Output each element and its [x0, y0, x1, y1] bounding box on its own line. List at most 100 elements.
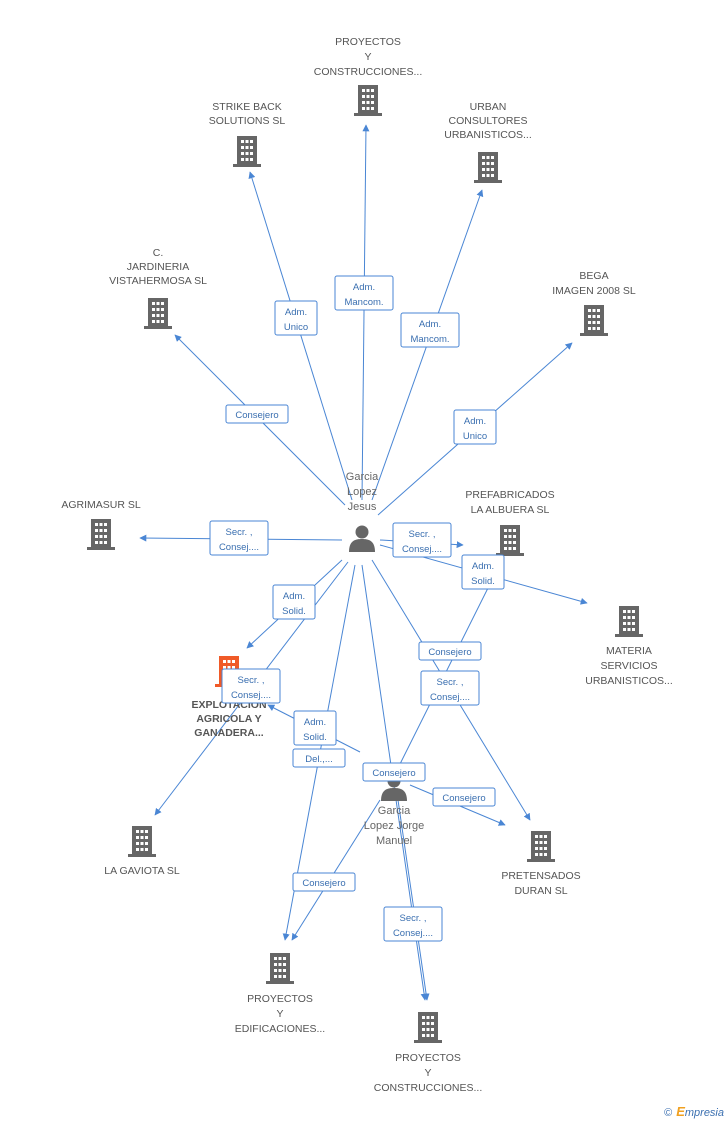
building-icon [474, 152, 502, 183]
role-text-line: Adm. [464, 416, 486, 427]
role-text-line: Consej.... [430, 692, 470, 703]
role-text-line: Consejero [428, 647, 471, 658]
role-text-line: Unico [463, 431, 487, 442]
brand-logo-initial: E [676, 1104, 685, 1119]
role-label[interactable]: Adm. Solid. [293, 710, 337, 746]
company-node-urban[interactable]: URBAN CONSULTORES URBANISTICOS... [444, 101, 532, 183]
company-label-line: CONSTRUCCIONES... [374, 1082, 483, 1094]
edge-jesus-proy-const-top [361, 124, 370, 501]
role-label[interactable]: Secr. , Consej.... [221, 668, 281, 704]
company-label-line: PROYECTOS [247, 993, 313, 1005]
building-icon [527, 831, 555, 862]
company-node-pretensados[interactable]: PRETENSADOS DURAN SL [501, 831, 581, 897]
company-label-line: Y [364, 51, 371, 63]
role-text-line: Consejero [442, 793, 485, 804]
building-icon [128, 826, 156, 857]
company-label-line: Y [276, 1008, 283, 1020]
company-label-line: LA GAVIOTA SL [104, 865, 180, 877]
company-label-line: SOLUTIONS SL [209, 115, 286, 127]
role-label[interactable]: Consejero [432, 787, 496, 807]
role-text-line: Adm. [283, 591, 305, 602]
building-icon [354, 85, 382, 116]
building-icon [580, 305, 608, 336]
role-text-line: Solid. [303, 732, 327, 743]
role-text-line: Mancom. [410, 334, 449, 345]
building-icon [87, 519, 115, 550]
company-label-line: URBANISTICOS... [444, 129, 532, 141]
role-label[interactable]: Adm. Solid. [272, 584, 316, 620]
role-label[interactable]: Adm. Mancom. [334, 275, 394, 311]
company-label-line: DURAN SL [514, 885, 567, 897]
company-label-line: GANADERA... [194, 727, 264, 739]
brand-footer: ©Empresia [664, 1104, 724, 1119]
person-label-line: Garcia [378, 805, 411, 817]
company-node-jardineria[interactable]: C. JARDINERIA VISTAHERMOSA SL [109, 247, 207, 329]
company-node-prefabricados[interactable]: PREFABRICADOS LA ALBUERA SL [465, 489, 555, 556]
role-label[interactable]: Adm. Solid. [461, 554, 505, 590]
person-node-garcia-jesus[interactable]: Garcia Lopez Jesus [346, 471, 379, 552]
company-node-agrimasur[interactable]: AGRIMASUR SL [61, 499, 141, 550]
role-text-line: Adm. [353, 282, 375, 293]
role-label[interactable]: Secr. , Consej.... [392, 522, 452, 558]
company-label-line: AGRIMASUR SL [61, 499, 141, 511]
brand-logo-text: mpresia [684, 1107, 724, 1119]
company-node-explotacion[interactable]: EXPLOTACION AGRICOLA Y GANADERA... [191, 656, 267, 739]
company-node-proy-const-top[interactable]: PROYECTOS Y CONSTRUCCIONES... [314, 36, 423, 116]
company-node-proy-edif[interactable]: PROYECTOS Y EDIFICACIONES... [235, 953, 325, 1035]
company-label-line: PROYECTOS [395, 1052, 461, 1064]
role-label[interactable]: Secr. , Consej.... [420, 670, 480, 706]
building-icon [615, 606, 643, 637]
building-icon [414, 1012, 442, 1043]
role-label[interactable]: Secr. , Consej.... [383, 906, 443, 942]
company-node-la-gaviota[interactable]: LA GAVIOTA SL [104, 826, 180, 877]
edges [139, 124, 588, 1001]
company-node-bega[interactable]: BEGA IMAGEN 2008 SL [552, 270, 636, 336]
role-text-line: Adm. [419, 319, 441, 330]
person-label-line: Lopez [347, 486, 377, 498]
role-label[interactable]: Adm. Unico [274, 300, 318, 336]
company-node-materia[interactable]: MATERIA SERVICIOS URBANISTICOS... [585, 606, 673, 687]
company-label-line: CONSULTORES [449, 115, 528, 127]
building-icon [144, 298, 172, 329]
company-label-line: VISTAHERMOSA SL [109, 275, 207, 287]
company-label-line: IMAGEN 2008 SL [552, 285, 636, 297]
role-text-line: Secr. , [226, 527, 253, 538]
role-text-line: Consejero [302, 878, 345, 889]
role-text-line: Adm. [472, 561, 494, 572]
company-label-line: AGRICOLA Y [196, 713, 261, 725]
role-label[interactable]: Secr. , Consej.... [209, 520, 269, 556]
role-label[interactable]: Consejero [362, 762, 426, 782]
company-label-line: PREFABRICADOS [465, 489, 554, 501]
role-text-line: Consejero [235, 410, 278, 421]
person-label-line: Manuel [376, 835, 412, 847]
role-text-line: Adm. [285, 307, 307, 318]
role-text-line: Secr. , [409, 529, 436, 540]
role-label[interactable]: Adm. Mancom. [400, 312, 460, 348]
role-text-line: Consej.... [231, 690, 271, 701]
company-node-proy-const-bottom[interactable]: PROYECTOS Y CONSTRUCCIONES... [374, 1012, 483, 1094]
person-node-garcia-jorge[interactable]: Garcia Lopez Jorge Manuel [364, 774, 425, 848]
company-node-strike-back[interactable]: STRIKE BACK SOLUTIONS SL [209, 101, 286, 167]
role-text-line: Consejero [372, 768, 415, 779]
company-label-line: MATERIA [606, 645, 652, 657]
role-label[interactable]: Consejero [418, 641, 482, 661]
role-text-line: Secr. , [437, 677, 464, 688]
edge-jorge-prefabricados [396, 569, 498, 771]
edge-jorge-proy-edif [291, 799, 381, 941]
role-label[interactable]: Adm. Unico [453, 409, 497, 445]
role-text-line: Del.,... [305, 754, 332, 765]
role-text-line: Secr. , [400, 913, 427, 924]
role-text-line: Mancom. [344, 297, 383, 308]
company-label-line: BEGA [579, 270, 608, 282]
company-label-line: STRIKE BACK [212, 101, 281, 113]
role-text-line: Solid. [282, 606, 306, 617]
company-label-line: EDIFICACIONES... [235, 1023, 325, 1035]
role-label[interactable]: Consejero [292, 872, 356, 892]
role-text-line: Secr. , [238, 675, 265, 686]
company-label-line: URBAN [470, 101, 507, 113]
role-label[interactable]: Del.,... [292, 748, 346, 768]
copyright-symbol: © [664, 1107, 673, 1119]
company-label-line: PRETENSADOS [501, 870, 580, 882]
role-label[interactable]: Consejero [225, 404, 289, 424]
